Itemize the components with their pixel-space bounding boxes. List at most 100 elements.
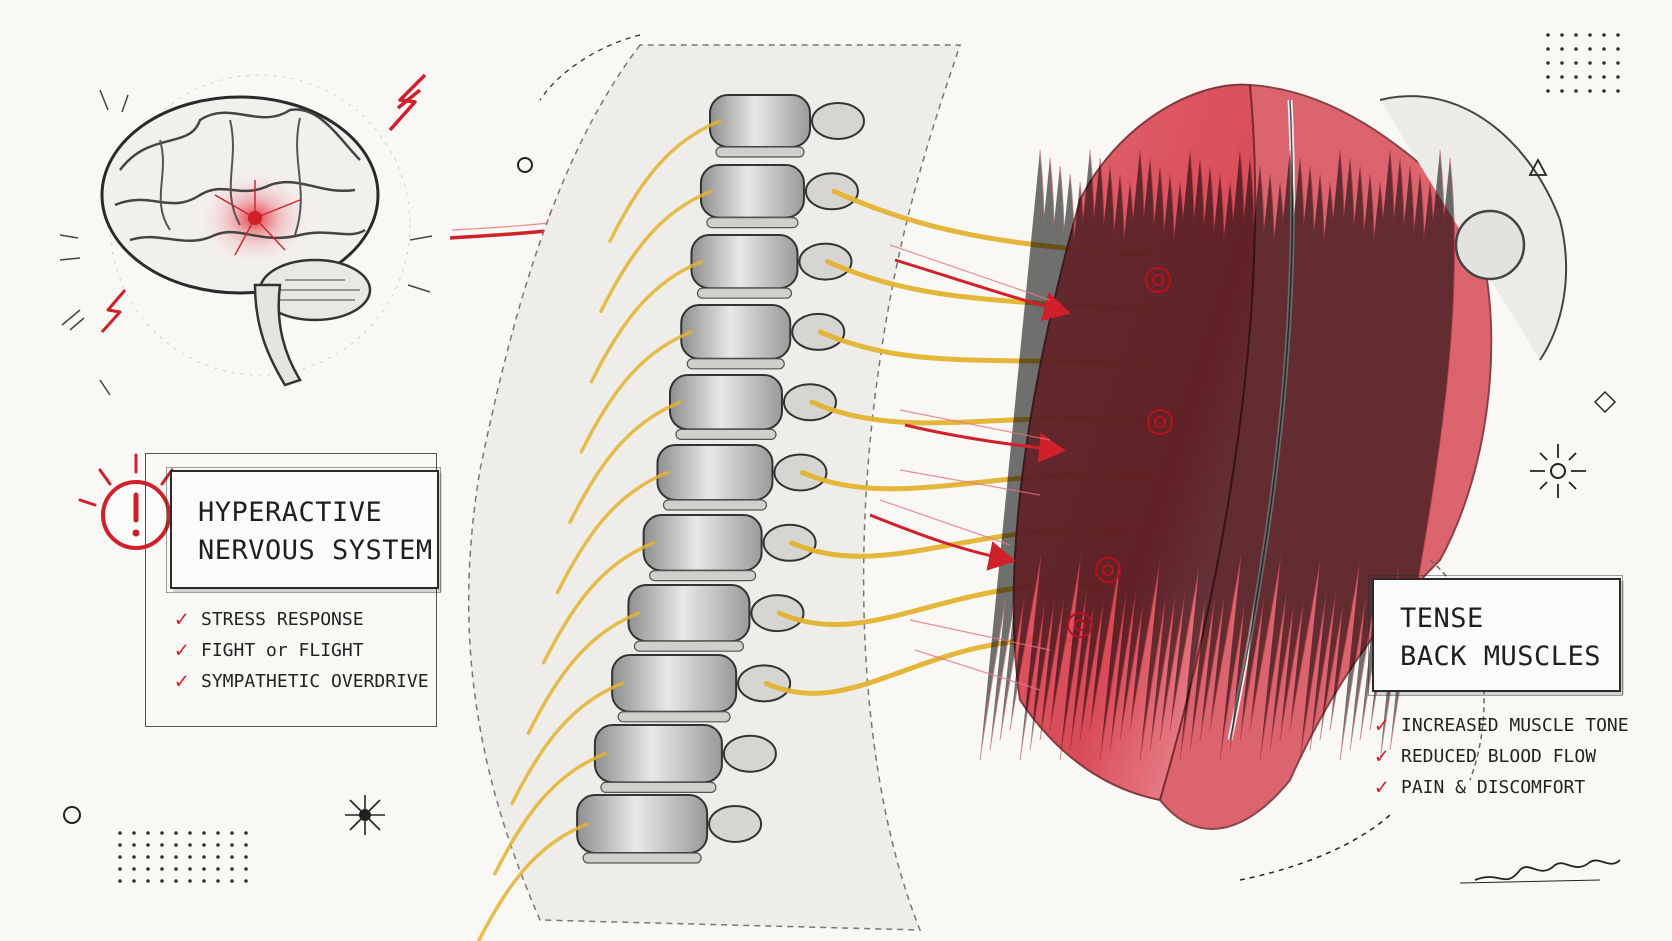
grid-dot (132, 843, 136, 847)
check-icon: ✓ (1375, 775, 1389, 800)
spinal-disc (617, 711, 731, 723)
grid-dot (1602, 75, 1606, 79)
spinal-disc (649, 569, 757, 582)
list-item: ✓PAIN & DISCOMFORT (1375, 772, 1629, 803)
check-icon: ✓ (1375, 744, 1389, 769)
grid-dot (216, 855, 220, 859)
grid-dot (1560, 89, 1564, 93)
grid-dot (1560, 33, 1564, 37)
grid-dot (132, 855, 136, 859)
grid-dot (160, 843, 164, 847)
grid-dot (1616, 47, 1620, 51)
list-item-label: STRESS RESPONSE (201, 609, 364, 630)
spinal-disc (633, 640, 745, 652)
grid-dot (118, 867, 122, 871)
vertebra-process (722, 734, 777, 773)
list-item-label: REDUCED BLOOD FLOW (1401, 746, 1597, 767)
grid-dot (230, 843, 234, 847)
grid-dot (132, 831, 136, 835)
vertebra-body (627, 584, 751, 643)
muscle-title-line2: BACK MUSCLES (1400, 641, 1602, 672)
list-item: ✓ REDUCED BLOOD FLOW (1375, 741, 1629, 772)
list-item-label: SYMPATHETIC OVERDRIVE (201, 671, 429, 692)
grid-dot (1602, 47, 1606, 51)
grid-dot (160, 855, 164, 859)
nerve-fiber (476, 822, 589, 941)
muscle-title-line1: TENSE (1400, 603, 1484, 634)
grid-dot (1574, 33, 1578, 37)
grid-dot (118, 879, 122, 883)
grid-dot (1574, 75, 1578, 79)
grid-dot (132, 867, 136, 871)
grid-dot (1574, 89, 1578, 93)
grid-dot (146, 831, 150, 835)
grid-dot (1574, 47, 1578, 51)
grid-dot (174, 855, 178, 859)
grid-dot (244, 867, 248, 871)
lightning-icon (388, 73, 427, 132)
muscle-icon (979, 83, 1568, 830)
check-icon: ✓ (1375, 713, 1389, 738)
grid-dot (244, 843, 248, 847)
grid-dot (202, 831, 206, 835)
nerve-fiber (589, 259, 704, 384)
grid-dot (188, 855, 192, 859)
grid-dot (202, 867, 206, 871)
list-item: ✓ SYMPATHETIC OVERDRIVE (175, 666, 429, 697)
vertebra-body (611, 654, 738, 713)
doodle-decorations (63, 34, 1621, 884)
check-icon: ✓ (175, 669, 189, 694)
vertebra-process (811, 102, 865, 140)
nerve-fiber (579, 330, 693, 454)
list-item: ✓STRESS RESPONSE (175, 604, 429, 635)
grid-dot (1588, 89, 1592, 93)
grid-dot (230, 879, 234, 883)
vertebra-body (576, 794, 709, 854)
vertebra-body (690, 234, 799, 290)
grid-dot (174, 867, 178, 871)
spinal-disc (715, 146, 805, 158)
spinal-disc (706, 217, 799, 229)
grid-dot (244, 879, 248, 883)
list-item-label: FIGHT or FLIGHT (201, 640, 364, 661)
vertebra-body (656, 444, 774, 501)
muscle-title-box (1368, 575, 1623, 696)
grid-dot (146, 867, 150, 871)
grid-dot (174, 843, 178, 847)
grid-dot (1546, 47, 1550, 51)
nerve-fiber (568, 400, 682, 524)
grid-dot (230, 855, 234, 859)
spinal-disc (675, 428, 777, 440)
grid-dot (1602, 61, 1606, 65)
grid-dot (1616, 89, 1620, 93)
grid-dot (202, 843, 206, 847)
grid-dot (188, 879, 192, 883)
muscle-title: TENSE BACK MUSCLES (1400, 600, 1601, 676)
grid-dot (1560, 47, 1564, 51)
grid-dot (216, 843, 220, 847)
vertebra-process (708, 805, 763, 843)
grid-dot (1574, 61, 1578, 65)
grid-dot (132, 879, 136, 883)
brain-icon (100, 74, 411, 387)
grid-dot (188, 831, 192, 835)
grid-dot (1560, 61, 1564, 65)
grid-dot (216, 867, 220, 871)
grid-dot (202, 855, 206, 859)
grid-dot (118, 855, 122, 859)
spinal-disc (686, 358, 785, 370)
list-item: ✓FIGHT or FLIGHT (175, 635, 429, 666)
nervous-title-line1: HYPERACTIVE (198, 497, 383, 528)
grid-dot (1602, 33, 1606, 37)
grid-dot (146, 843, 150, 847)
grid-dot (244, 855, 248, 859)
dot-grid-decoration (118, 831, 248, 883)
grid-dot (146, 855, 150, 859)
grid-dot (118, 831, 122, 835)
grid-dot (160, 879, 164, 883)
grid-dot (1560, 75, 1564, 79)
dot-grid-decoration (1546, 33, 1620, 93)
nerve-fiber (555, 470, 670, 595)
nerve-fiber (493, 751, 607, 876)
